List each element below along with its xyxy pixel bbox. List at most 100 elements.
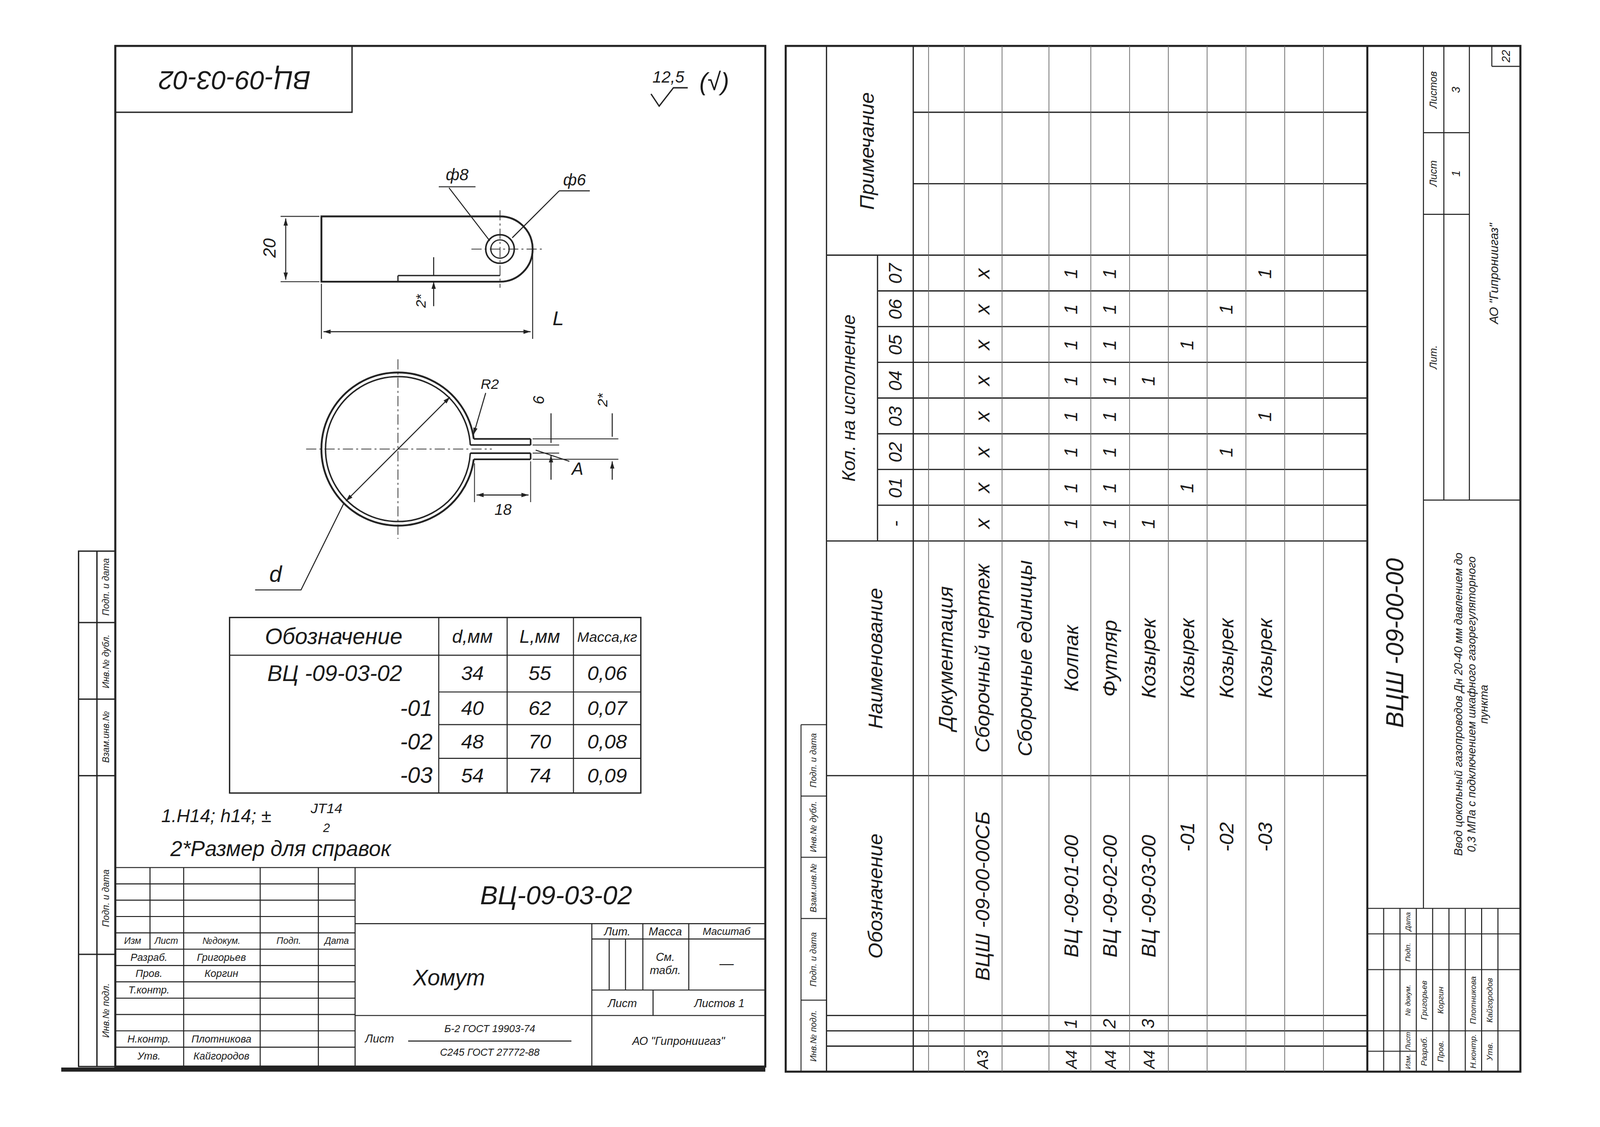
drawing-text: Инв.№ дубл.: [100, 634, 112, 688]
specification-text: № докум.: [1404, 984, 1413, 1016]
specification-text: 1: [1138, 375, 1160, 386]
specification-text: Подп. и дата: [809, 733, 820, 788]
specification-text: 3: [1139, 1018, 1159, 1029]
drawing-text: (√): [699, 67, 729, 96]
drawing-text: 0,06: [587, 661, 628, 686]
drawing-text: R2: [480, 375, 500, 393]
specification-text: Лит.: [1427, 345, 1440, 370]
specification-text: Кол. на исполнение: [838, 314, 860, 482]
drawing-text: Лист: [608, 996, 637, 1010]
drawing-text: 1.Н14; h14; ±: [161, 805, 272, 828]
specification-text: 05: [885, 334, 907, 355]
specification-text: Инв.№ дубл.: [809, 801, 820, 853]
drawing-text: АО "Гипрониигаз": [632, 1034, 725, 1048]
specification-text: 02: [885, 441, 907, 462]
drawing-text: Подп. и дата: [100, 558, 112, 616]
drawing-text: 55: [528, 661, 552, 686]
drawing-text: 74: [528, 763, 552, 788]
drawing-text: ф8: [445, 166, 469, 185]
drawing-text: Листов 1: [694, 996, 745, 1010]
specification-text: Коргин: [1436, 986, 1446, 1014]
drawing-text: 6: [529, 395, 548, 405]
drawing-text: 0,07: [587, 696, 628, 721]
specification-text: 1: [1099, 303, 1122, 315]
specification-text: ВЦШ -09-00-00СБ: [971, 811, 995, 981]
specification-text: Лист: [1427, 160, 1440, 187]
specification-text: 04: [885, 370, 907, 391]
specification-text: -: [885, 520, 907, 527]
specification-text: 1: [1060, 268, 1082, 279]
specification-text: 1: [1215, 446, 1238, 458]
specification-text: 1: [1449, 170, 1463, 177]
drawing-text: 2: [323, 821, 330, 836]
specification-text: Кайгородов: [1484, 977, 1495, 1023]
specification-text: х: [971, 303, 995, 315]
drawing-text: Лист: [365, 1032, 394, 1046]
specification-text: Козырек: [1175, 618, 1200, 699]
drawing-text: 54: [460, 763, 484, 788]
specification-text: 3: [1449, 86, 1463, 93]
specification-text: Плотникова: [1468, 976, 1479, 1025]
specification-text: Сборочные единицы: [1013, 560, 1038, 757]
drawing-text: —: [719, 954, 734, 972]
specification-text: 01: [885, 477, 907, 498]
drawing-text: L,мм: [519, 626, 561, 648]
specification-text: А4: [1101, 1049, 1119, 1069]
drawing-text: См. табл.: [645, 950, 687, 977]
specification-text: Утв.: [1484, 1041, 1495, 1061]
specification-text: 1: [1099, 339, 1122, 351]
drawing-text: Лит.: [604, 925, 631, 939]
drawing-text: L: [552, 306, 564, 331]
drawing-text: 2*: [412, 294, 429, 309]
drawing-text: ВЦ-09-03-02: [158, 64, 311, 95]
specification-text: 1: [1060, 375, 1082, 386]
drawing-text: 40: [460, 696, 484, 721]
specification-text: Пров.: [1436, 1040, 1446, 1063]
specification-text: -01: [1175, 821, 1200, 852]
specification-text: 1: [1177, 482, 1199, 494]
specification-text: 1: [1099, 518, 1122, 529]
specification-text: 1: [1099, 375, 1122, 386]
specification-text: Обозначение: [863, 833, 888, 959]
specification-text: Ввод цокольный газопроводов Дн 20-40 мм …: [1451, 551, 1491, 858]
drawing-text: Кайгородов: [193, 1050, 250, 1063]
drawing-text: 34: [460, 661, 484, 686]
drawing-text: -02: [400, 728, 433, 755]
specification-text: 1: [1099, 268, 1122, 279]
drawing-text: Т.контр.: [128, 983, 170, 996]
specification-text: А3: [973, 1049, 992, 1069]
specification-text: Разраб.: [1419, 1036, 1430, 1066]
specification-text: Взам.инв.№: [809, 863, 820, 913]
drawing-text: Пров.: [135, 967, 163, 980]
specification-text: х: [971, 268, 995, 279]
specification-text: А4: [1139, 1049, 1158, 1069]
drawing-text: Обозначение: [264, 623, 403, 650]
specification-text: 1: [1138, 518, 1160, 529]
drawing-text: 18: [494, 500, 512, 518]
specification-text: А4: [1062, 1049, 1081, 1069]
specification-text: Подп. и дата: [809, 931, 820, 987]
specification-text: ВЦ -09-03-00: [1137, 834, 1161, 958]
specification-text: Колпак: [1059, 624, 1084, 692]
specification-text: Дата: [1404, 912, 1413, 931]
drawing-text: JT14: [310, 799, 343, 817]
drawing-text: Инв.№ подл.: [100, 982, 112, 1038]
specification-text: 1: [1099, 446, 1122, 458]
specification-text: 1: [1254, 411, 1276, 422]
specification-text: 1: [1060, 303, 1082, 315]
specification-text: Листов: [1427, 71, 1440, 109]
specification-text: 22: [1499, 50, 1513, 63]
specification-text: Примечание: [855, 92, 880, 210]
specification-text: 1: [1060, 482, 1082, 494]
specification-text: 1: [1060, 446, 1082, 458]
drawing-text: 70: [528, 729, 552, 754]
specification-text: 1: [1177, 339, 1199, 351]
specification-text: Инв.№ подл.: [809, 1010, 820, 1062]
specification-text: 1: [1215, 303, 1238, 315]
specification-text: х: [971, 482, 995, 494]
specification-text: -03: [1253, 821, 1278, 852]
drawing-text: 20: [260, 238, 281, 258]
drawing-text: -01: [400, 695, 433, 721]
specification-sheet: ОбозначениеНаименованиеКол. на исполнени…: [785, 45, 1521, 1072]
drawing-text: d: [269, 561, 282, 588]
